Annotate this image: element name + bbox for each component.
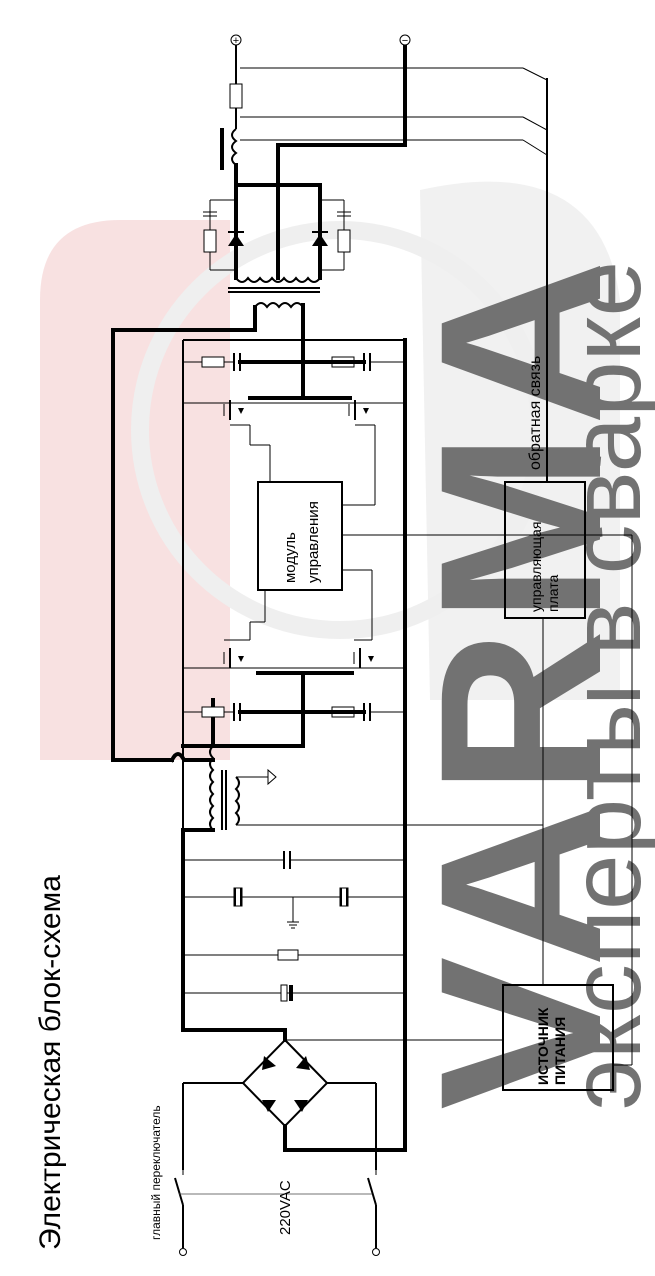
power-supply-label-2: ПИТАНИЯ — [552, 1017, 568, 1085]
main-switch-label: главный переключатель — [149, 1105, 163, 1240]
control-board-label-2: плата — [545, 575, 561, 612]
filter-stage — [183, 851, 405, 1002]
feedback-lines: обратная связь — [240, 67, 548, 482]
power-supply: ИСТОЧНИК ПИТАНИЯ — [285, 984, 632, 1091]
control-module-label-1: модуль — [282, 532, 299, 583]
output-shunt — [229, 83, 243, 109]
ac-input-section: главный переключатель 220VAC — [149, 1083, 380, 1256]
positive-terminal — [230, 34, 242, 46]
negative-terminal-sign: − — [402, 35, 408, 47]
input-terminal-1 — [179, 1248, 187, 1256]
control-module: модуль управления — [257, 481, 633, 1065]
watermark-brand: VARMA — [392, 254, 649, 1110]
feedback-label: обратная связь — [527, 356, 544, 470]
positive-terminal-sign: + — [233, 35, 239, 47]
upper-mosfets — [183, 396, 405, 506]
bleeder-resistor — [277, 949, 299, 961]
main-transformer — [111, 276, 321, 763]
bridge-rectifier — [183, 1028, 407, 1152]
control-board-label-1: управляющая — [528, 522, 544, 612]
control-board: управляющая плата — [504, 481, 586, 985]
control-module-label-2: управления — [305, 501, 322, 583]
watermark-tagline: эксперты в сварке — [550, 261, 655, 1110]
watermark: VARMA эксперты в сварке — [40, 181, 655, 1110]
output-rectifier — [203, 183, 351, 280]
main-switch — [174, 1177, 184, 1206]
negative-terminal — [399, 34, 411, 46]
dc-bus — [181, 338, 407, 1152]
output-stage: + − — [220, 34, 411, 187]
power-supply-label-1: ИСТОЧНИК — [535, 1007, 551, 1085]
input-terminal-2 — [372, 1248, 380, 1256]
lower-mosfets — [183, 569, 405, 748]
ac-input-label: 220VAC — [277, 1180, 294, 1235]
upper-snubber-caps — [183, 303, 405, 400]
diagram-title: Электрическая блок-схема — [34, 875, 67, 1250]
